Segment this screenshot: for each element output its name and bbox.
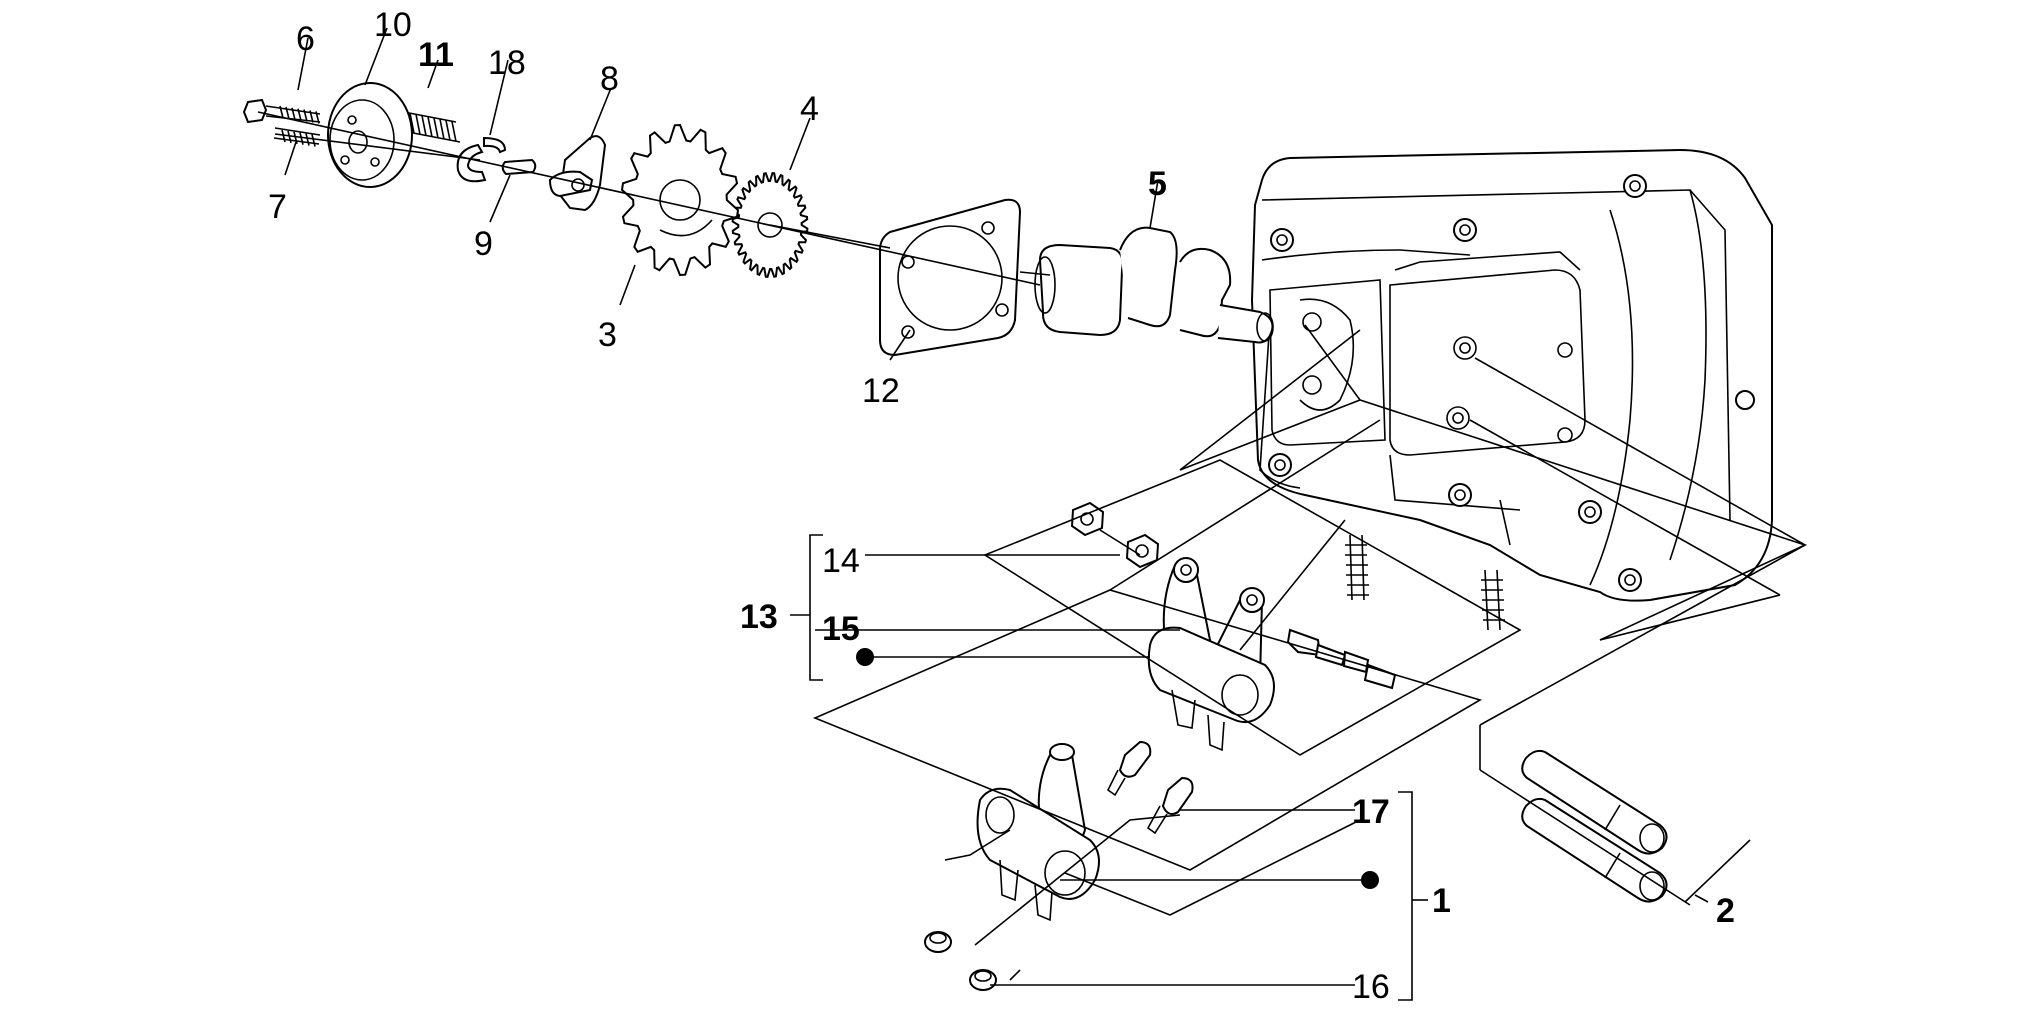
bolt-7 [273, 127, 321, 147]
bolt-6 [242, 98, 321, 124]
assembly-lines [257, 111, 1808, 981]
label-8: 8 [600, 60, 619, 98]
label-13: 13 [740, 598, 778, 636]
label-4: 4 [800, 90, 819, 128]
label-15: 15 [822, 610, 860, 648]
gear-3 [620, 123, 740, 277]
label-18: 18 [488, 44, 526, 82]
marker-dot-1 [1361, 871, 1379, 889]
label-5: 5 [1148, 165, 1167, 203]
part-numbers: 6 7 10 11 18 8 9 4 3 5 12 14 13 15 17 1 … [268, 6, 1735, 1006]
label-1: 1 [1432, 882, 1451, 920]
pulley-10 [327, 82, 413, 188]
decompressor-weight-8 [548, 135, 607, 212]
marker-dot-15 [856, 648, 874, 666]
nuts-14 [1070, 501, 1160, 569]
label-12: 12 [862, 372, 900, 410]
adjuster-screw-17b [1146, 776, 1194, 835]
cam-gasket-12 [879, 198, 1022, 357]
dowel-pins-2 [1521, 749, 1668, 903]
adjuster-screws-upper [1286, 628, 1397, 690]
label-10: 10 [374, 6, 412, 44]
label-leaders [284, 27, 1751, 1001]
valve-pads-16 [924, 931, 997, 991]
label-11: 11 [418, 36, 454, 74]
label-16: 16 [1352, 968, 1390, 1006]
label-2: 2 [1716, 892, 1735, 930]
label-9: 9 [474, 225, 493, 263]
adjuster-screw-17a [1106, 740, 1152, 797]
cylinder-head [1250, 148, 1773, 631]
label-14: 14 [822, 542, 860, 580]
label-6: 6 [296, 20, 315, 58]
camshaft [1034, 226, 1274, 344]
label-3: 3 [598, 316, 617, 354]
label-17: 17 [1352, 793, 1390, 831]
rocker-arm-15 [1147, 557, 1275, 752]
spring-clip-18 [456, 136, 507, 183]
label-7: 7 [268, 188, 287, 226]
rocker-arm-lower [976, 743, 1100, 922]
